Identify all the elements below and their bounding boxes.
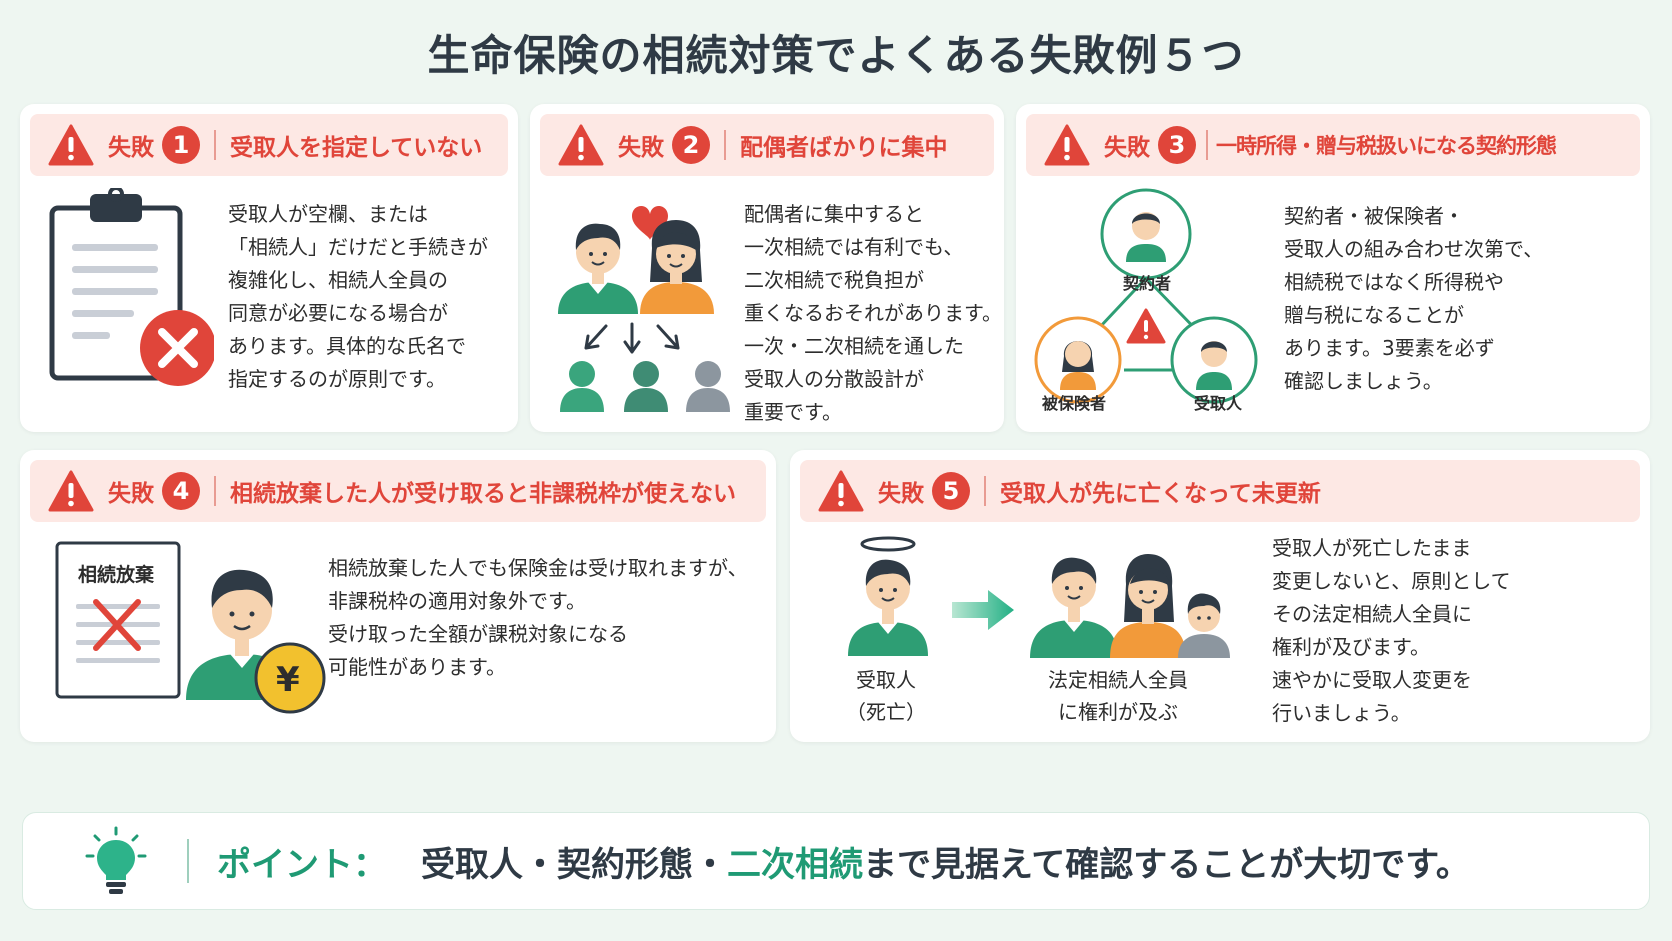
description-line: 確認しましょう。 — [1284, 369, 1443, 393]
description-line: 贈与税になることが — [1284, 303, 1464, 327]
legal-heirs-illustration — [1030, 554, 1230, 658]
failure-card-1: 失敗 1 受取人を指定していない 受取人が空欄、または 「相続人」だけだと手続き… — [20, 104, 518, 432]
divider — [187, 839, 189, 883]
fail-word: 失敗 — [108, 135, 154, 161]
yen-icon: ¥ — [276, 660, 300, 700]
fail-word: 失敗 — [618, 135, 664, 161]
description-line: 重要です。 — [744, 400, 842, 424]
page-title: 生命保険の相続対策でよくある失敗例５つ — [427, 31, 1245, 80]
description-line: 変更しないと、原則として — [1272, 569, 1511, 593]
description-line: 一次相続では有利でも、 — [744, 235, 964, 259]
description-line: 可能性があります。 — [328, 655, 506, 679]
point-text-before: 受取人・契約形態・ — [421, 844, 727, 885]
description-line: あります。3要素を必ず — [1284, 336, 1495, 360]
deceased-beneficiary-label: 受取人 （死亡） — [846, 664, 926, 728]
label-line: に権利が及ぶ — [1058, 700, 1178, 724]
fail-word: 失敗 — [108, 481, 154, 507]
divider — [984, 476, 986, 506]
card-header: 失敗 4 相続放棄した人が受け取ると非課税枠が使えない — [30, 460, 766, 522]
failure-title: 一時所得・贈与税扱いになる契約形態 — [1216, 134, 1557, 158]
failure-description: 契約者・被保険者・ 受取人の組み合わせ次第で、 相続税ではなく所得税や 贈与税に… — [1284, 200, 1543, 398]
deceased-beneficiary-illustration — [848, 536, 928, 656]
description-line: 「相続人」だけだと手続きが — [228, 235, 488, 259]
beneficiary-label: 受取人 — [1194, 394, 1243, 413]
description-line: 権利が及びます。 — [1272, 635, 1430, 659]
card-header: 失敗 3 一時所得・贈与税扱いになる契約形態 — [1026, 114, 1640, 176]
failure-description: 受取人が死亡したまま 変更しないと、原則として その法定相続人全員に 権利が及び… — [1272, 532, 1511, 730]
renounce-doc-label: 相続放棄 — [78, 564, 155, 586]
failure-card-3: 失敗 3 一時所得・贈与税扱いになる契約形態 契約者 被保険者 受取人 契約者・… — [1016, 104, 1650, 432]
description-line: 受取人が空欄、または — [228, 202, 428, 226]
divider — [1206, 130, 1208, 160]
description-line: 行いましょう。 — [1272, 701, 1411, 725]
failure-number: 5 — [932, 472, 970, 510]
description-line: 複雑化し、相続人全員の — [228, 268, 448, 292]
failure-number: 3 — [1158, 126, 1196, 164]
description-line: 相続税ではなく所得税や — [1284, 270, 1504, 294]
description-line: 受取人の分散設計が — [744, 367, 924, 391]
point-bar: ポイント： 受取人・契約形態・ 二次相続 まで見据えて確認することが大切です。 — [22, 812, 1650, 910]
failure-card-5: 失敗 5 受取人が先に亡くなって未更新 — [790, 450, 1650, 742]
description-line: 受け取った全額が課税対象になる — [328, 622, 628, 646]
insured-label: 被保険者 — [1042, 394, 1107, 413]
couple-to-heirs-illustration — [558, 205, 730, 412]
description-line: あります。具体的な氏名で — [228, 334, 466, 358]
lightbulb-icon — [85, 826, 147, 894]
description-line: 重くなるおそれがあります。 — [744, 301, 1002, 325]
legal-heirs-label: 法定相続人全員 に権利が及ぶ — [1048, 664, 1188, 728]
description-line: 受取人が死亡したまま — [1272, 536, 1472, 560]
point-label: ポイント： — [217, 844, 387, 885]
failure-description: 相続放棄した人でも保険金は受け取れますが、 非課税枠の適用対象外です。 受け取っ… — [328, 552, 748, 684]
divider — [724, 130, 726, 160]
description-line: 契約者・被保険者・ — [1284, 204, 1464, 228]
contractor-label: 契約者 — [1123, 274, 1172, 293]
card-header: 失敗 1 受取人を指定していない — [30, 114, 508, 176]
description-line: 相続放棄した人でも保険金は受け取れますが、 — [328, 556, 748, 580]
fail-word: 失敗 — [1104, 135, 1150, 161]
renounced-document-icon — [55, 541, 181, 699]
failure-card-2: 失敗 2 配偶者ばかりに集中 配偶者に集中すると 一次相続では有利でも、 二 — [530, 104, 1004, 432]
failure-title: 相続放棄した人が受け取ると非課税枠が使えない — [230, 481, 736, 507]
failure-title: 配偶者ばかりに集中 — [740, 135, 948, 161]
description-line: 同意が必要になる場合が — [228, 301, 448, 325]
description-line: 指定するのが原則です。 — [228, 367, 446, 391]
failure-number: 2 — [672, 126, 710, 164]
label-line: （死亡） — [846, 700, 926, 724]
arrow-right-icon — [952, 590, 1014, 630]
label-line: 受取人 — [856, 668, 916, 692]
description-line: 非課税枠の適用対象外です。 — [328, 589, 586, 613]
description-line: 速やかに受取人変更を — [1272, 668, 1472, 692]
divider — [214, 130, 216, 160]
failure-card-4: 失敗 4 相続放棄した人が受け取ると非課税枠が使えない 相続放棄 ¥ 相続放棄し… — [20, 450, 776, 742]
description-line: 受取人の組み合わせ次第で、 — [1284, 237, 1544, 261]
description-line: 二次相続で税負担が — [744, 268, 924, 292]
divider — [214, 476, 216, 506]
warning-icon — [818, 470, 864, 512]
contract-triangle-diagram — [1034, 188, 1258, 404]
fail-word: 失敗 — [878, 481, 924, 507]
card-header: 失敗 5 受取人が先に亡くなって未更新 — [800, 460, 1640, 522]
description-line: 一次・二次相続を通した — [744, 334, 964, 358]
failure-number: 1 — [162, 126, 200, 164]
failure-description: 受取人が空欄、または 「相続人」だけだと手続きが 複雑化し、相続人全員の 同意が… — [228, 198, 488, 396]
failure-description: 配偶者に集中すると 一次相続では有利でも、 二次相続で税負担が 重くなるおそれが… — [744, 198, 1002, 429]
failure-title: 受取人が先に亡くなって未更新 — [1000, 481, 1321, 507]
failure-number: 4 — [162, 472, 200, 510]
failure-title: 受取人を指定していない — [230, 135, 483, 161]
description-line: その法定相続人全員に — [1272, 602, 1472, 626]
warning-icon — [48, 124, 94, 166]
person-with-yen-illustration — [186, 569, 326, 714]
point-text-after: まで見据えて確認することが大切です。 — [863, 844, 1470, 885]
point-highlight: 二次相続 — [727, 844, 863, 885]
clipboard-error-icon — [49, 188, 214, 386]
warning-icon — [48, 470, 94, 512]
warning-icon — [1044, 124, 1090, 166]
warning-icon — [558, 124, 604, 166]
label-line: 法定相続人全員 — [1048, 668, 1188, 692]
description-line: 配偶者に集中すると — [744, 202, 924, 226]
card-header: 失敗 2 配偶者ばかりに集中 — [540, 114, 994, 176]
